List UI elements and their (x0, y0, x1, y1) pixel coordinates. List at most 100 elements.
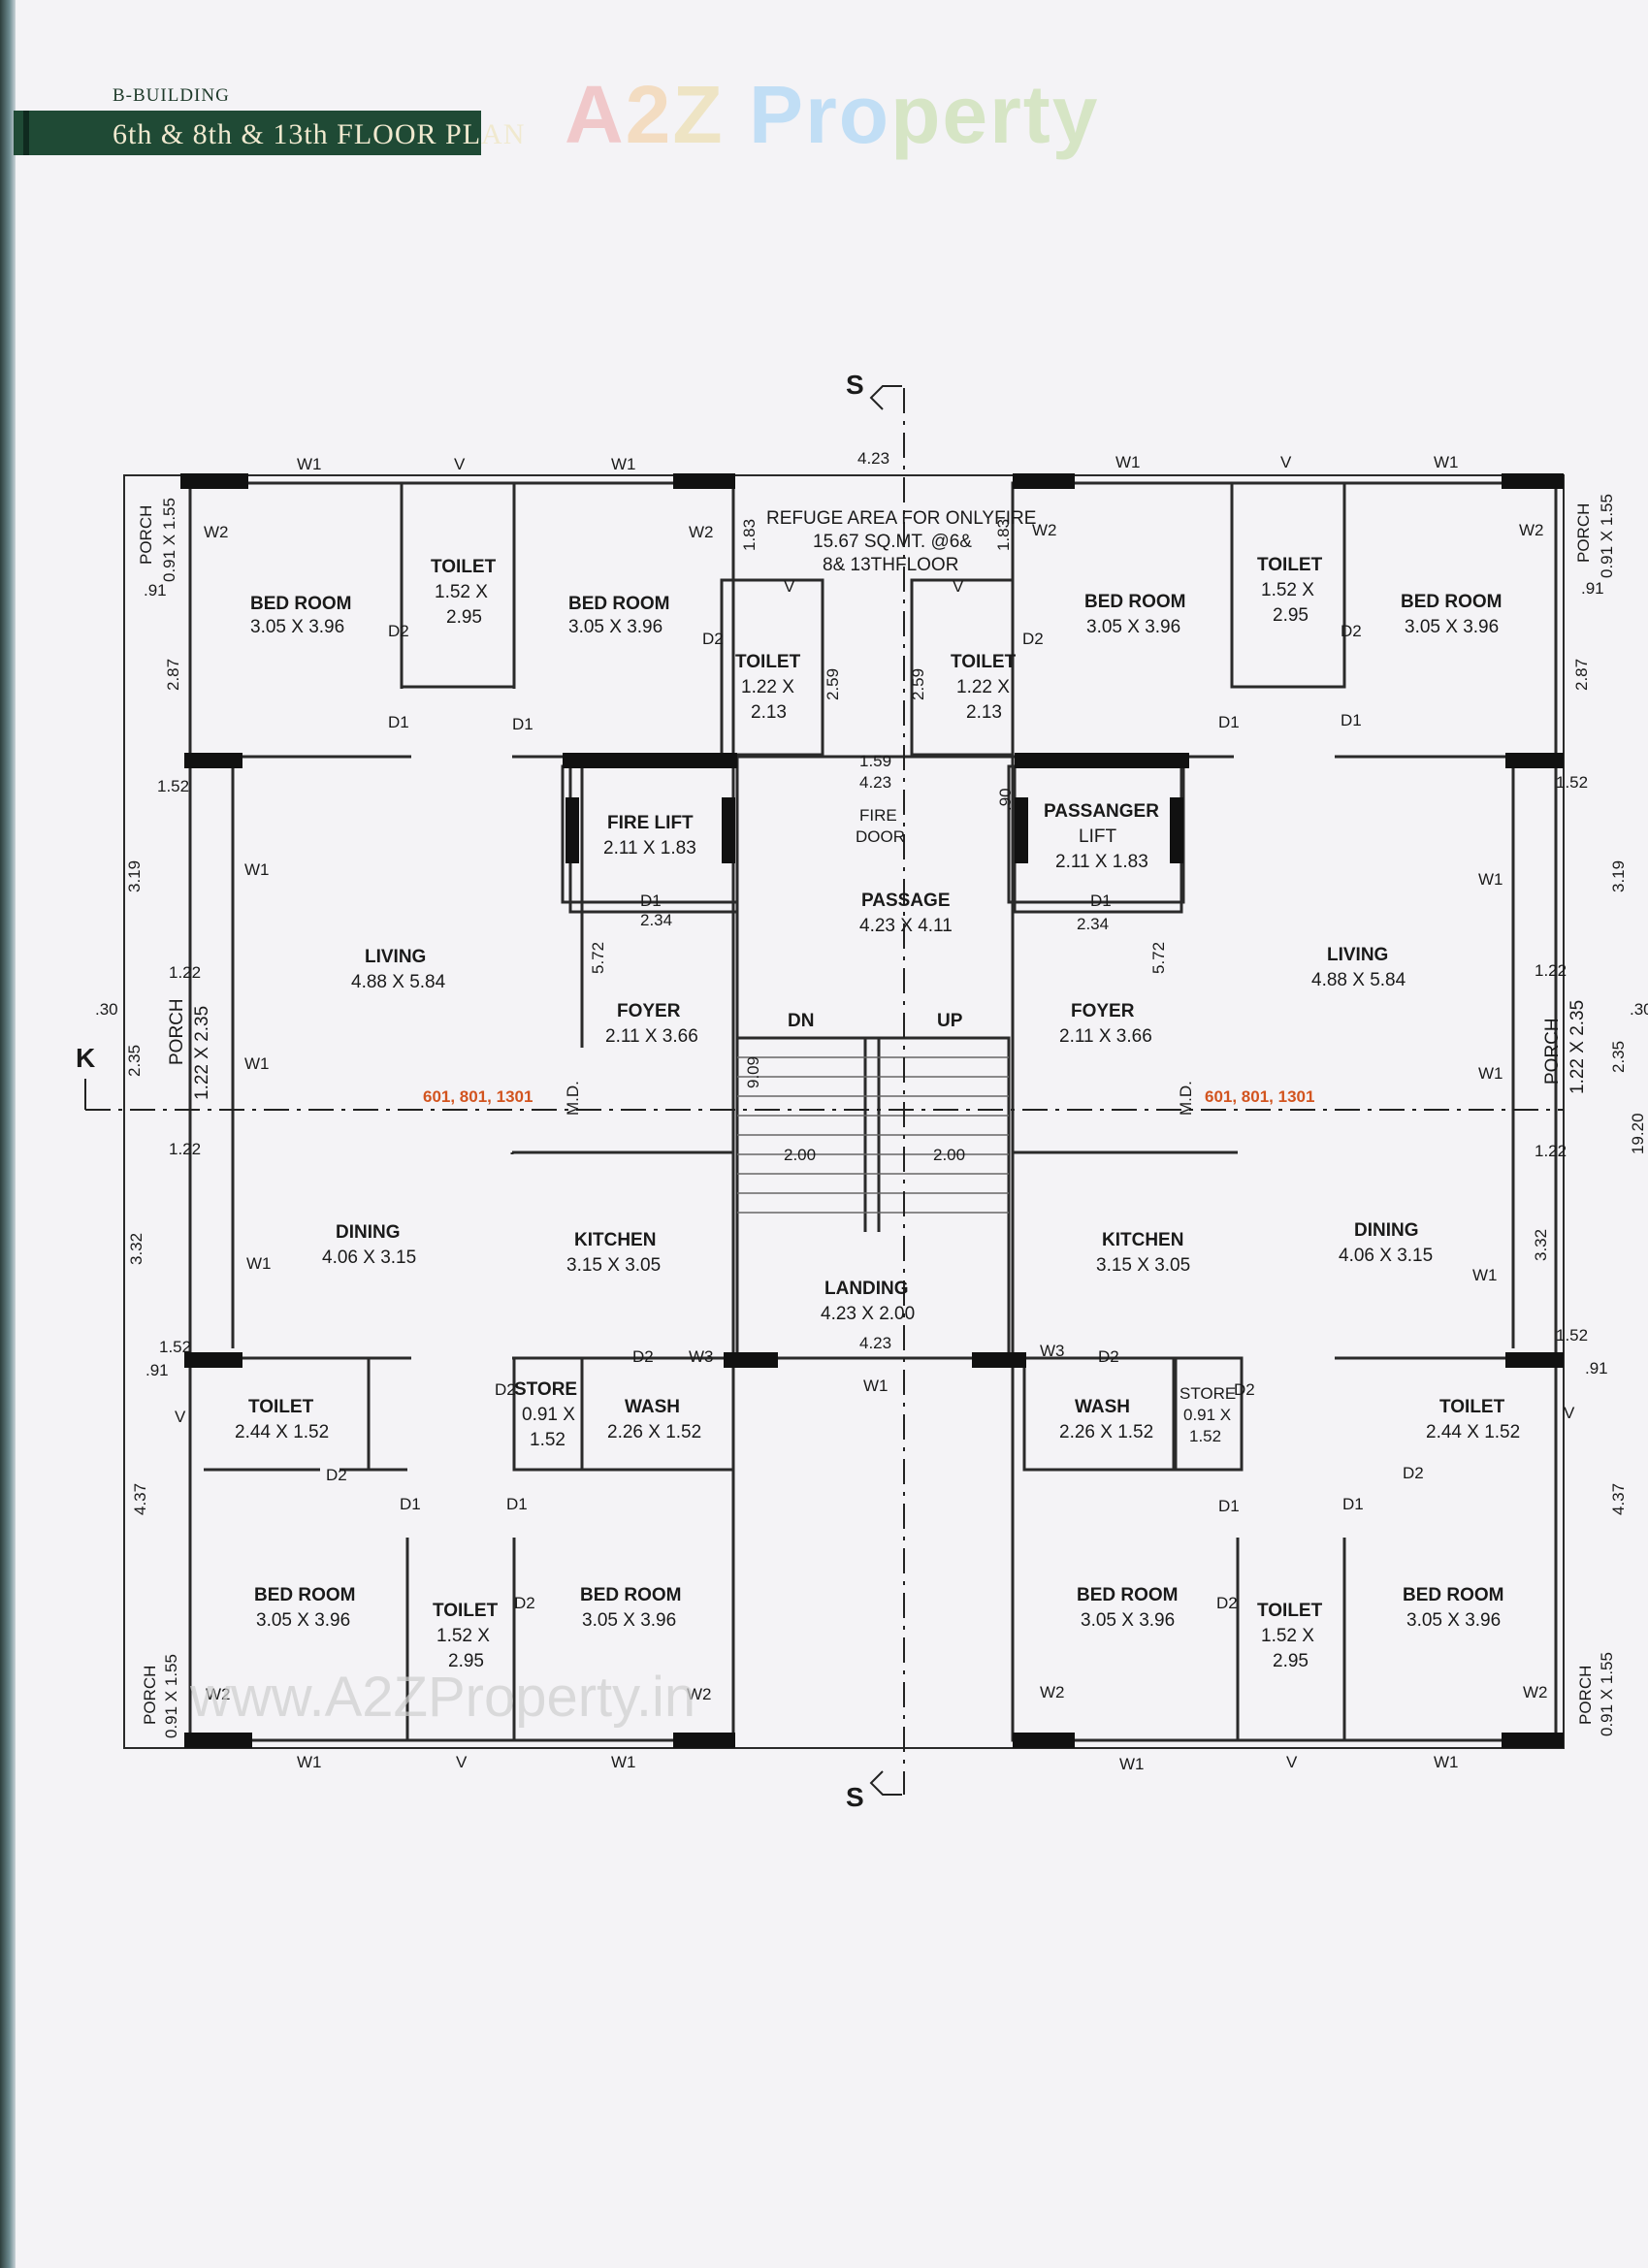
code-d2: D2 (1234, 1380, 1255, 1399)
code-v: V (454, 455, 466, 473)
label-landing: LANDING (824, 1279, 909, 1299)
dim-234-l: 2.34 (640, 911, 672, 929)
code-d1: D1 (400, 1495, 421, 1513)
porch-bl-size: 0.91 X 1.55 (162, 1654, 180, 1738)
label-passanger: PASSANGER (1044, 801, 1159, 822)
code-w1: W1 (1434, 1753, 1459, 1771)
size-store-l-1: 0.91 X (522, 1405, 575, 1425)
label-living-l: LIVING (365, 947, 426, 967)
dim-259-r: 2.59 (909, 668, 927, 700)
label-bedroom-bl: BED ROOM (254, 1585, 356, 1605)
unit-number-right: 601, 801, 1301 (1205, 1087, 1314, 1106)
size-toilet-bc-r-2: 2.95 (1273, 1651, 1309, 1671)
label-wash-l: WASH (625, 1397, 680, 1417)
dim-090: .90 (996, 788, 1015, 811)
code-d2: D2 (514, 1594, 535, 1612)
label-toilet-tl: TOILET (431, 557, 497, 577)
watermark-url: www.A2ZProperty.in (190, 1666, 696, 1729)
label-store-l: STORE (514, 1379, 577, 1400)
label-toilet-br: TOILET (1439, 1397, 1505, 1417)
code-w2: W2 (1519, 521, 1544, 539)
code-w1: W1 (611, 455, 636, 473)
code-d1: D1 (1218, 713, 1240, 731)
code-v: V (1564, 1404, 1575, 1422)
dim-152-bl: 1.52 (159, 1338, 191, 1356)
right-flat-outline (1011, 481, 1558, 1742)
dim-030-l: .30 (95, 1000, 118, 1019)
section-mark-s-top: S (846, 370, 864, 400)
size-toilet-br: 2.44 X 1.52 (1426, 1422, 1520, 1442)
label-foyer-r: FOYER (1071, 1001, 1135, 1021)
label-fire: FIRE (859, 806, 897, 825)
header-band-stripe (23, 111, 29, 155)
size-bedroom-tl: 3.05 X 3.96 (250, 617, 344, 637)
dim-437-l: 4.37 (131, 1483, 149, 1515)
dim-572-l: 5.72 (589, 942, 607, 974)
dim-259-l: 2.59 (824, 668, 842, 700)
code-d2: D2 (495, 1380, 516, 1399)
label-bedroom-br2: BED ROOM (1403, 1585, 1504, 1605)
label-dining-l: DINING (336, 1222, 401, 1243)
dim-landing-width: 4.23 (859, 1334, 891, 1352)
porch-mr: PORCH (1542, 1018, 1563, 1085)
refuge-line-2: 15.67 SQ.MT. @6& (813, 532, 972, 552)
size-toilet-tr-1: 1.52 X (1261, 580, 1314, 600)
label-lift: LIFT (1079, 826, 1116, 847)
code-w1: W1 (863, 1377, 889, 1395)
size-store-l-2: 1.52 (530, 1430, 565, 1450)
porch-br-size: 0.91 X 1.55 (1598, 1652, 1616, 1736)
opening-codes: W1 V W1 W1 V W1 W2 W2 W2 W2 D2 D2 D2 D2 … (175, 453, 1575, 1773)
left-flat-outline (188, 481, 735, 1742)
dim-332-l: 3.32 (127, 1233, 145, 1265)
size-toilet-small-r-2: 2.13 (966, 702, 1002, 723)
label-toilet-bl: TOILET (248, 1397, 314, 1417)
size-kitchen-r: 3.15 X 3.05 (1096, 1255, 1190, 1276)
book-spine-edge (0, 0, 16, 2268)
size-passage: 4.23 X 4.11 (859, 916, 953, 936)
porch-mr-size: 1.22 X 2.35 (1567, 1000, 1588, 1094)
size-bedroom-tc: 3.05 X 3.96 (568, 617, 662, 637)
size-bedroom-bc: 3.05 X 3.96 (582, 1610, 676, 1631)
code-w2: W2 (1523, 1683, 1548, 1701)
code-w1: W1 (244, 860, 270, 879)
size-toilet-small-r-1: 1.22 X (956, 677, 1010, 697)
code-w3: W3 (1040, 1342, 1065, 1360)
dim-332-r: 3.32 (1532, 1229, 1550, 1261)
label-bedroom-bc: BED ROOM (580, 1585, 682, 1605)
code-w1: W1 (246, 1254, 272, 1273)
code-d1: D1 (506, 1495, 528, 1513)
label-kitchen-l: KITCHEN (574, 1230, 656, 1250)
code-w1: W1 (1119, 1755, 1145, 1773)
size-dining-r: 4.06 X 3.15 (1339, 1246, 1433, 1266)
label-up: UP (937, 1011, 963, 1031)
dim-stair-right: 2.00 (933, 1146, 965, 1164)
size-toilet-tr-2: 2.95 (1273, 605, 1309, 626)
dim-235-l: 2.35 (125, 1045, 144, 1077)
porch-tr-size: 0.91 X 1.55 (1598, 494, 1616, 578)
dim-909: 9.09 (744, 1056, 762, 1088)
code-w1: W1 (297, 1753, 322, 1771)
size-toilet-bc-2: 2.95 (448, 1651, 484, 1671)
size-wash-r: 2.26 X 1.52 (1059, 1422, 1153, 1442)
building-label: B-BUILDING (113, 85, 230, 106)
code-v: V (1286, 1753, 1298, 1771)
porch-ml-size: 1.22 X 2.35 (192, 1006, 212, 1100)
code-w1: W1 (297, 455, 322, 473)
size-toilet-small-l-2: 2.13 (751, 702, 787, 723)
code-v: V (1280, 453, 1292, 471)
porch-bl: PORCH (141, 1666, 159, 1725)
size-foyer-l: 2.11 X 3.66 (605, 1026, 698, 1047)
unit-number-left: 601, 801, 1301 (423, 1087, 533, 1106)
size-toilet-bc-r-1: 1.52 X (1261, 1626, 1314, 1646)
dim-287-l: 2.87 (164, 659, 182, 691)
dim-437-r: 4.37 (1609, 1483, 1628, 1515)
code-d1: D1 (640, 891, 662, 910)
dim-183-l: 1.83 (740, 519, 759, 551)
code-v: V (784, 577, 795, 596)
dim-183-r: 1.83 (994, 519, 1013, 551)
code-d1: D1 (388, 713, 409, 731)
code-v: V (175, 1408, 186, 1426)
code-d2: D2 (702, 630, 724, 648)
dim-1920: 19.20 (1629, 1113, 1647, 1154)
